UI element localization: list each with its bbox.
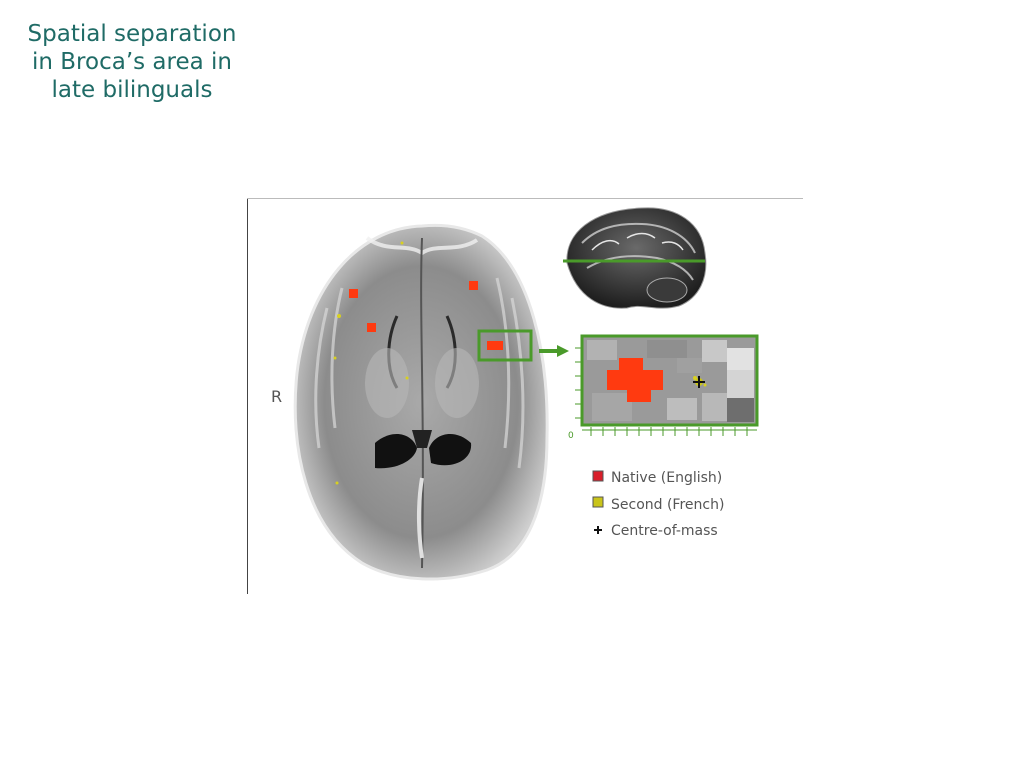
title-line-3: late bilinguals (51, 77, 213, 103)
zoom-inset-panel: 0 (568, 334, 759, 441)
inset-axis-ticks (575, 347, 757, 436)
title-line-2: in Broca’s area in (32, 49, 232, 75)
legend-item-centre: Centre-of-mass (594, 523, 718, 539)
inset-axis-origin: 0 (568, 431, 574, 441)
activation-spot (367, 323, 376, 332)
legend-label-second: Second (French) (611, 497, 724, 513)
activation-spot-broca (487, 341, 503, 350)
slide-title: Spatial separation in Broca’s area in la… (6, 20, 258, 104)
sagittal-brain-thumbnail (563, 207, 707, 309)
title-line-1: Spatial separation (27, 21, 237, 47)
native-swatch-icon (592, 470, 604, 482)
legend-item-native: Native (English) (592, 470, 722, 486)
activation-spot (469, 281, 478, 290)
legend: Native (English) Second (French) Centre-… (592, 470, 724, 539)
brain-figure: R (247, 198, 803, 594)
plus-icon (594, 526, 602, 534)
broca-highlight-box (477, 329, 533, 362)
second-swatch-icon (592, 496, 604, 508)
hemisphere-label: R (271, 387, 282, 406)
legend-label-native: Native (English) (611, 470, 722, 486)
native-activation-region (607, 358, 663, 402)
zoom-arrow-icon (539, 345, 569, 357)
legend-item-second: Second (French) (592, 496, 724, 513)
axial-brain-slice (293, 223, 549, 581)
brain-figure-svg: R (247, 198, 803, 594)
activation-spot (349, 289, 358, 298)
legend-label-centre: Centre-of-mass (611, 523, 718, 539)
centre-of-mass-marker (693, 376, 705, 388)
